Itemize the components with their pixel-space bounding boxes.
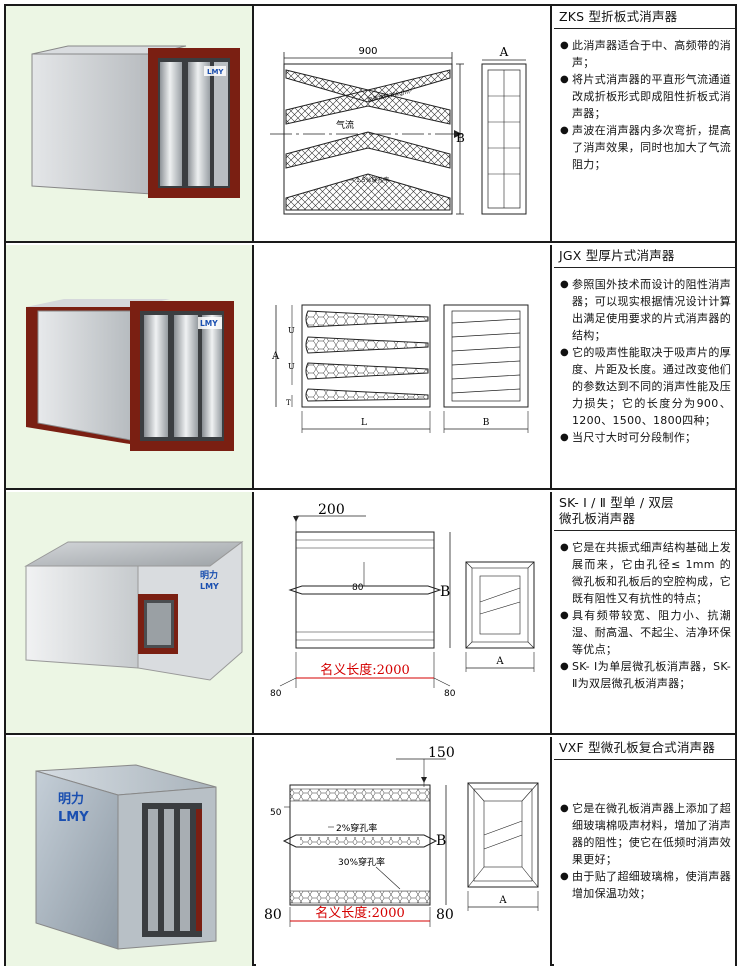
sk-section — [295, 531, 435, 649]
baffle-2 — [285, 89, 451, 125]
dim-height: B — [436, 833, 446, 849]
desc-sk: SK- Ⅰ / Ⅱ 型单 / 双层 微孔板消声器 它是在共振式细声结构基础上发展… — [554, 492, 735, 733]
product-sheet: LMY 900 — [4, 4, 737, 966]
splitter-4 — [305, 388, 429, 402]
side-view — [481, 63, 527, 215]
vxf-silencer-photo: 明力 LMY — [35, 764, 217, 950]
feature-item: SK- Ⅰ为单层微孔板消声器，SK- Ⅱ为双层微孔板消声器； — [560, 658, 731, 692]
jgx-silencer-photo: LMY — [26, 299, 234, 451]
note-perforation: 1.5%穿孔率 — [356, 176, 389, 184]
dim-length: L — [361, 418, 367, 428]
dim-layer: 50 — [270, 808, 282, 818]
dim-width: 900 — [358, 46, 377, 57]
dim-left: 80 — [264, 907, 282, 923]
side-view — [465, 561, 535, 649]
feature-item: 它的吸声性能取决于吸声片的厚度、片距及长度。通过改变他们的参数达到不同的消声性能… — [560, 344, 731, 429]
dim-side: A — [498, 895, 507, 906]
dim-t: T — [286, 399, 291, 407]
feature-list: 它是在共振式细声结构基础上发展而来，它由孔径≤ 1mm 的微孔板和孔板后的空腔构… — [554, 531, 735, 692]
product-title: SK- Ⅰ / Ⅱ 型单 / 双层 微孔板消声器 — [554, 492, 735, 531]
dim-side: B — [483, 418, 490, 428]
splitter-1 — [305, 310, 429, 328]
product-photo-zks: LMY — [6, 6, 254, 241]
dim-side: A — [499, 45, 509, 59]
product-title: VXF 型微孔板复合式消声器 — [554, 737, 735, 760]
feature-item: 声波在消声器内多次弯折，提高了消声效果，同时也加大了气流阻力； — [560, 122, 731, 173]
product-row-zks: LMY 900 — [6, 6, 735, 243]
product-title: JGX 型厚片式消声器 — [554, 245, 735, 268]
dim-top: 150 — [428, 745, 455, 761]
feature-item: 当尺寸大时可分段制作； — [560, 429, 731, 446]
vxf-section — [289, 784, 431, 906]
length-label: 名义长度:2000 — [320, 662, 409, 678]
dim-height: A — [271, 351, 280, 362]
product-photo-sk: 明力 LMY — [6, 492, 254, 733]
feature-item: 它是在微孔板消声器上添加了超细玻璃棉吸声材料，增加了消声器的阻性；使它在低频时消… — [560, 800, 731, 868]
dim-right: 80 — [444, 689, 456, 699]
drawing-jgx: A U U T L — [256, 245, 552, 488]
feature-item: 参照国外技术而设计的阻性消声器；可以现实根据情况设计计算出满足使用要求的片式消声… — [560, 276, 731, 344]
feature-list: 参照国外技术而设计的阻性消声器；可以现实根据情况设计计算出满足使用要求的片式消声… — [554, 268, 735, 446]
baffle-4 — [285, 173, 451, 211]
brand-logo: 明力 — [200, 569, 218, 581]
feature-item: 此消声器适合于中、高频带的消 声； — [560, 37, 731, 71]
svg-text:LMY: LMY — [200, 319, 218, 328]
splitter-2 — [305, 336, 429, 354]
drawing-zks: 900 气流 吸声填料30kg/m³ 1.5%穿孔率 B — [256, 6, 552, 241]
dim-right: 80 — [436, 907, 454, 923]
perf-inner: 2%穿孔率 — [336, 822, 377, 834]
product-title: ZKS 型折板式消声器 — [554, 6, 735, 29]
desc-zks: ZKS 型折板式消声器 此消声器适合于中、高频带的消 声； 将片式消声器的平直形… — [554, 6, 735, 241]
dim-u1: U — [288, 326, 295, 335]
sk-silencer-photo: 明力 LMY — [24, 541, 244, 681]
dim-side: A — [495, 656, 504, 667]
dim-height: B — [456, 131, 465, 145]
dim-u2: U — [288, 362, 295, 371]
side-view — [443, 304, 529, 408]
product-row-jgx: LMY A U U T — [6, 245, 735, 490]
svg-text:LMY: LMY — [207, 68, 224, 76]
feature-list: 此消声器适合于中、高频带的消 声； 将片式消声器的平直形气流通道改成折板形式即成… — [554, 29, 735, 173]
desc-vxf: VXF 型微孔板复合式消声器 它是在微孔板消声器上添加了超细玻璃棉吸声材料，增加… — [554, 737, 735, 966]
dim-cavity: 80 — [352, 583, 364, 593]
baffle-3 — [285, 131, 451, 169]
feature-item: 具有频带较宽、阻力小、抗潮湿、耐高温、不起尘、洁净环保等优点； — [560, 607, 731, 658]
dim-top: 200 — [318, 502, 345, 518]
perf-outer: 30%穿孔率 — [338, 856, 385, 868]
airflow-label: 气流 — [336, 119, 354, 131]
drawing-sk: 200 80 B — [256, 492, 552, 733]
feature-list: 它是在微孔板消声器上添加了超细玻璃棉吸声材料，增加了消声器的阻性；使它在低频时消… — [554, 760, 735, 902]
product-photo-vxf: 明力 LMY — [6, 737, 254, 966]
feature-item: 将片式消声器的平直形气流通道改成折板形式即成阻性折板式消声器； — [560, 71, 731, 122]
desc-jgx: JGX 型厚片式消声器 参照国外技术而设计的阻性消声器；可以现实根据情况设计计算… — [554, 245, 735, 488]
drawing-vxf: 150 50 2%穿孔率 30%穿孔率 — [256, 737, 552, 966]
splitter-3 — [305, 362, 429, 380]
feature-item: 它是在共振式细声结构基础上发展而来，它由孔径≤ 1mm 的微孔板和孔板后的空腔构… — [560, 539, 731, 607]
product-row-vxf: 明力 LMY 150 50 — [6, 737, 735, 966]
zks-silencer-photo: LMY — [31, 45, 240, 198]
svg-text:LMY: LMY — [200, 582, 219, 591]
dim-left: 80 — [270, 689, 282, 699]
svg-text:LMY: LMY — [58, 810, 89, 825]
product-row-sk: 明力 LMY 200 80 — [6, 492, 735, 735]
side-view — [467, 782, 539, 888]
product-photo-jgx: LMY — [6, 245, 254, 488]
feature-item: 由于贴了超细玻璃棉，使消声器增加保温功效； — [560, 868, 731, 902]
dim-height: B — [440, 584, 450, 600]
svg-text:明力: 明力 — [58, 791, 84, 807]
length-label: 名义长度:2000 — [315, 905, 404, 921]
